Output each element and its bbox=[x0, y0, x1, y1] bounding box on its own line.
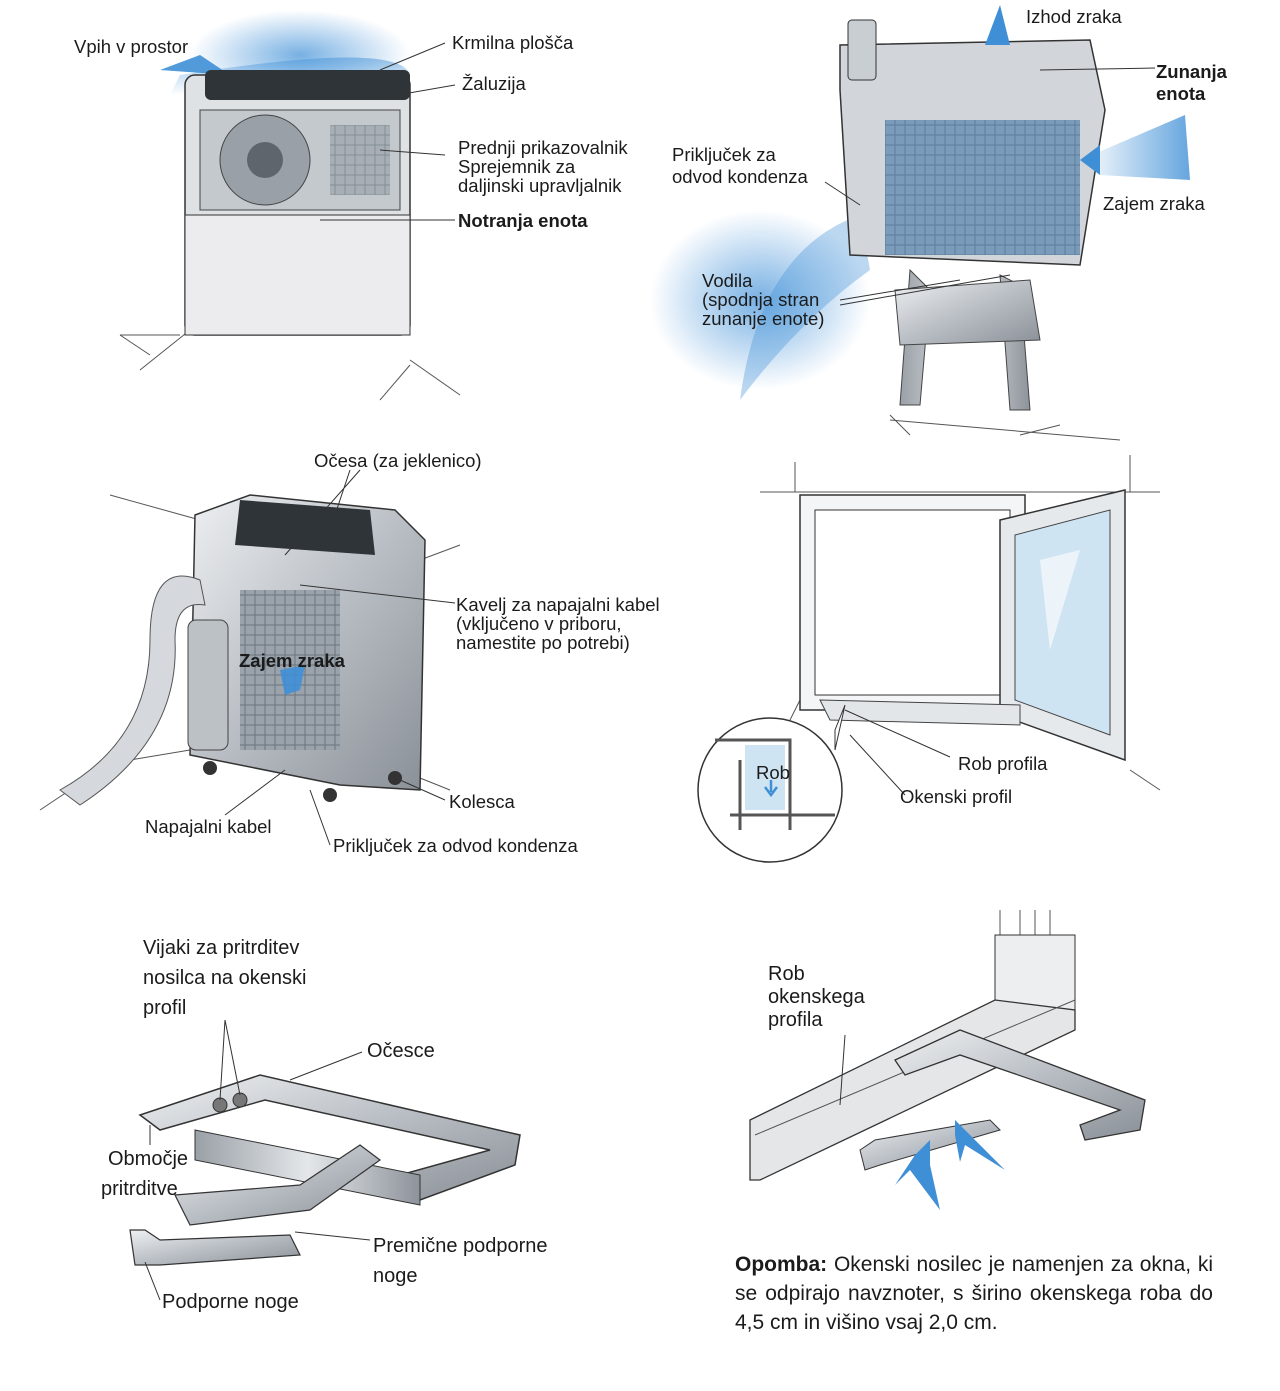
leader-lines bbox=[144, 42, 1156, 1301]
label-outdoor-unit-title-1: Zunanja bbox=[1156, 61, 1227, 82]
mounted-bracket-illustration bbox=[749, 910, 1146, 1210]
label-air-intake-back: Zajem zraka bbox=[239, 650, 345, 671]
note-paragraph: Opomba: Okenski nosilec je namenjen za o… bbox=[735, 1250, 1213, 1337]
label-air-outlet: Izhod zraka bbox=[1026, 6, 1122, 27]
label-cable-hook-2: (vključeno v priboru, bbox=[456, 613, 622, 634]
label-window-profile: Okenski profil bbox=[900, 786, 1013, 807]
label-guides-3: zunanje enote) bbox=[702, 308, 825, 329]
window-illustration bbox=[697, 455, 1161, 863]
indoor-unit-illustration bbox=[119, 10, 461, 401]
label-edge-detail: Rob bbox=[756, 762, 790, 783]
label-air-inlet: Vpih v prostor bbox=[74, 36, 189, 57]
label-guides-2: (spodnja stran bbox=[702, 289, 820, 310]
label-control-panel: Krmilna plošča bbox=[452, 32, 574, 53]
label-screws-1: Vijaki za pritrditev bbox=[143, 937, 300, 959]
bracket-illustration bbox=[129, 1074, 521, 1266]
label-eyelet: Očesce bbox=[367, 1040, 435, 1062]
label-support-legs: Podporne noge bbox=[162, 1291, 299, 1313]
label-air-intake-outdoor: Zajem zraka bbox=[1103, 193, 1205, 214]
label-indoor-unit-title: Notranja enota bbox=[458, 210, 588, 231]
label-power-cable: Napajalni kabel bbox=[145, 816, 272, 837]
outdoor-unit-illustration bbox=[650, 5, 1190, 441]
label-louver: Žaluzija bbox=[462, 73, 526, 94]
label-drain-outdoor-2: odvod kondenza bbox=[672, 166, 808, 187]
label-eyelets: Očesa (za jeklenico) bbox=[314, 450, 482, 471]
label-cable-hook-3: namestite po potrebi) bbox=[456, 632, 630, 653]
label-wheels: Kolesca bbox=[449, 791, 515, 812]
label-movable-legs-1: Premične podporne bbox=[373, 1235, 548, 1257]
label-remote-receiver-2: daljinski upravljalnik bbox=[458, 175, 622, 196]
label-cable-hook-1: Kavelj za napajalni kabel bbox=[456, 594, 660, 615]
label-front-display: Prednji prikazovalnik bbox=[458, 137, 628, 158]
note-title: Opomba: bbox=[735, 1253, 828, 1276]
label-drain-outdoor-1: Priključek za bbox=[672, 144, 776, 165]
indoor-back-illustration bbox=[39, 494, 461, 811]
label-movable-legs-2: noge bbox=[373, 1265, 418, 1287]
label-mounting-area-2: pritrditve bbox=[101, 1178, 178, 1200]
label-remote-receiver-1: Sprejemnik za bbox=[458, 156, 576, 177]
label-profile-edge-mounted-2: okenskega bbox=[768, 986, 865, 1008]
label-profile-edge-mounted-1: Rob bbox=[768, 963, 805, 985]
label-outdoor-unit-title-2: enota bbox=[1156, 83, 1206, 104]
label-profile-edge: Rob profila bbox=[958, 753, 1048, 774]
label-profile-edge-mounted-3: profila bbox=[768, 1009, 823, 1031]
label-drain-indoor: Priključek za odvod kondenza bbox=[333, 835, 578, 856]
label-mounting-area-1: Območje bbox=[108, 1148, 189, 1170]
note-text: Okenski nosilec je namenjen za okna, ki … bbox=[735, 1253, 1213, 1334]
label-guides-1: Vodila bbox=[702, 270, 753, 291]
label-screws-3: profil bbox=[143, 997, 187, 1019]
label-screws-2: nosilca na okenski bbox=[143, 967, 307, 989]
